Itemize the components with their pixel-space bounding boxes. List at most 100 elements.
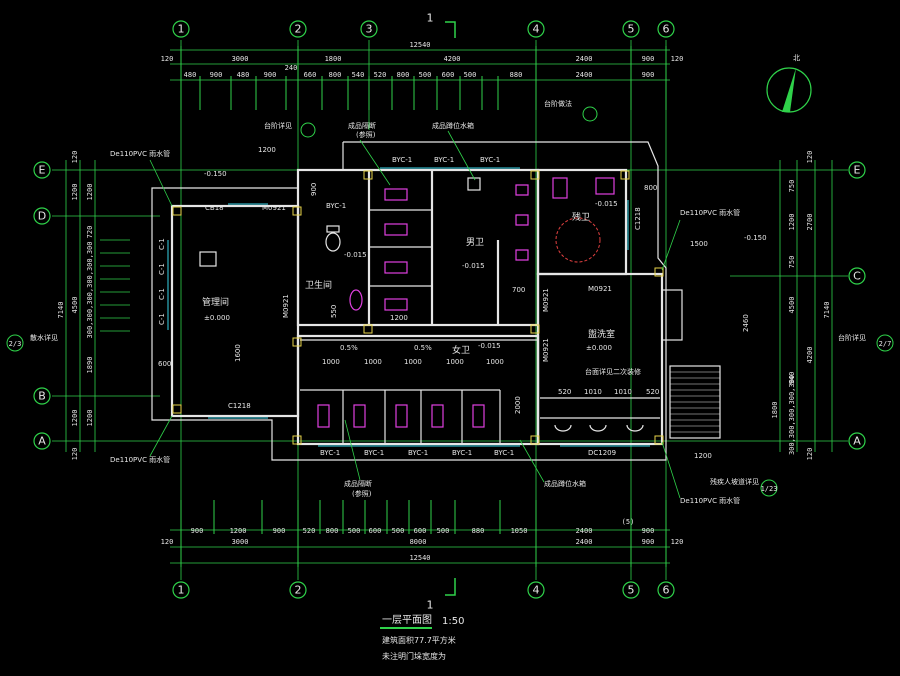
- svg-text:520: 520: [374, 71, 387, 79]
- svg-text:880: 880: [472, 527, 485, 535]
- svg-text:M0921: M0921: [282, 294, 290, 318]
- svg-text:1050: 1050: [511, 527, 528, 535]
- svg-text:500: 500: [392, 527, 405, 535]
- svg-text:De110PVC 雨水管: De110PVC 雨水管: [110, 455, 170, 464]
- svg-text:120: 120: [806, 151, 814, 164]
- axis-bubbles-left: E D B A: [33, 161, 51, 450]
- svg-text:台阶做法: 台阶做法: [544, 99, 572, 108]
- svg-text:De110PVC 雨水管: De110PVC 雨水管: [110, 149, 170, 158]
- svg-text:(参照): (参照): [356, 130, 376, 139]
- axis-label: 3: [366, 23, 373, 36]
- svg-text:600: 600: [442, 71, 455, 79]
- svg-text:±0.000: ±0.000: [586, 344, 612, 352]
- structure-elements: [172, 170, 664, 445]
- stalls-women: [300, 389, 501, 444]
- svg-text:900: 900: [642, 55, 655, 63]
- svg-text:1800: 1800: [771, 402, 779, 419]
- svg-text:6: 6: [663, 584, 670, 597]
- svg-text:1200: 1200: [694, 452, 712, 460]
- svg-text:De110PVC 雨水管: De110PVC 雨水管: [680, 496, 740, 505]
- svg-text:940: 940: [788, 372, 796, 385]
- svg-text:4: 4: [533, 584, 540, 597]
- svg-text:900: 900: [642, 538, 655, 546]
- svg-text:C1218: C1218: [228, 402, 251, 410]
- svg-text:2460: 2460: [742, 314, 750, 332]
- ramp-stairs: [661, 289, 721, 439]
- svg-text:120: 120: [161, 55, 174, 63]
- svg-text:2400: 2400: [576, 71, 593, 79]
- svg-text:900: 900: [264, 71, 277, 79]
- svg-text:900: 900: [191, 527, 204, 535]
- svg-text:4500: 4500: [71, 297, 79, 314]
- svg-text:800: 800: [326, 527, 339, 535]
- svg-text:120: 120: [671, 55, 684, 63]
- svg-text:500: 500: [437, 527, 450, 535]
- svg-text:1000: 1000: [322, 358, 340, 366]
- svg-text:500: 500: [419, 71, 432, 79]
- svg-text:成品蹲位水箱: 成品蹲位水箱: [432, 121, 474, 130]
- svg-text:1600: 1600: [234, 344, 242, 362]
- svg-text:A: A: [853, 435, 861, 448]
- title-block: 一层平面图 1:50 建筑面积77.7平方米 未注明门垛宽度为: [380, 614, 464, 661]
- svg-text:1200: 1200: [86, 184, 94, 201]
- svg-text:900: 900: [210, 71, 223, 79]
- axis-grid-vertical: [180, 40, 667, 580]
- svg-text:540: 540: [352, 71, 365, 79]
- svg-text:300,300,300,300,300,300: 300,300,300,300,300,300: [86, 242, 94, 339]
- section-mark-top: 1: [427, 12, 456, 38]
- svg-text:900: 900: [642, 71, 655, 79]
- axis-label: 5: [628, 23, 635, 36]
- svg-text:±0.000: ±0.000: [204, 314, 230, 322]
- svg-text:成品蹲位水箱: 成品蹲位水箱: [544, 479, 586, 488]
- axis-label: 4: [533, 23, 540, 36]
- title-note-1: 建筑面积77.7平方米: [382, 635, 456, 645]
- svg-text:4200: 4200: [444, 55, 461, 63]
- svg-text:2700: 2700: [806, 214, 814, 231]
- svg-text:240: 240: [285, 64, 298, 72]
- svg-text:1010: 1010: [584, 388, 602, 396]
- room-sanitation: 卫生间: [305, 279, 332, 291]
- axis-label: 6: [663, 23, 670, 36]
- svg-text:1200: 1200: [86, 410, 94, 427]
- svg-text:E: E: [854, 164, 861, 177]
- axis-bubbles-bottom: 1 2 4 5 6: [172, 581, 675, 599]
- svg-text:1890: 1890: [86, 357, 94, 374]
- svg-text:700: 700: [512, 286, 525, 294]
- svg-text:DC1209: DC1209: [588, 449, 616, 457]
- svg-text:7140: 7140: [57, 302, 65, 319]
- svg-text:550: 550: [330, 305, 338, 318]
- svg-text:750: 750: [788, 256, 796, 269]
- svg-text:-0.150: -0.150: [204, 170, 227, 178]
- stalls-men: [369, 188, 432, 311]
- svg-text:1200: 1200: [788, 214, 796, 231]
- svg-text:BYC-1: BYC-1: [392, 156, 412, 164]
- svg-text:BYC-1: BYC-1: [408, 449, 428, 457]
- axis-bubbles-top: 1 2 3 4 5 6: [172, 20, 675, 38]
- svg-text:散水详见: 散水详见: [30, 333, 58, 342]
- svg-text:1000: 1000: [404, 358, 422, 366]
- svg-text:M0921: M0921: [542, 288, 550, 312]
- title-note-2: 未注明门垛宽度为: [382, 651, 446, 661]
- svg-text:2400: 2400: [576, 538, 593, 546]
- svg-text:2400: 2400: [576, 55, 593, 63]
- svg-text:M0921: M0921: [588, 285, 612, 293]
- svg-text:台面详见二次装修: 台面详见二次装修: [585, 367, 641, 376]
- svg-text:1200: 1200: [390, 314, 408, 322]
- dimension-left: 7140 1200 1200 4500 300,300,300,300,300,…: [57, 151, 130, 460]
- svg-text:1200: 1200: [71, 184, 79, 201]
- svg-text:600: 600: [369, 527, 382, 535]
- svg-text:880: 880: [510, 71, 523, 79]
- svg-text:120: 120: [71, 151, 79, 164]
- svg-text:1200: 1200: [230, 527, 247, 535]
- dimension-right: 7140 750 1200 2700 750 4500 4200 1800 94…: [771, 151, 833, 460]
- axis-label: 1: [178, 23, 185, 36]
- svg-text:1800: 1800: [325, 55, 342, 63]
- axis-label: 2: [295, 23, 302, 36]
- building-walls: [151, 141, 667, 461]
- svg-text:-0.015: -0.015: [462, 262, 485, 270]
- drawing-scale: 1:50: [442, 616, 464, 627]
- svg-text:1010: 1010: [614, 388, 632, 396]
- svg-text:E: E: [39, 164, 46, 177]
- north-label: 北: [793, 54, 800, 62]
